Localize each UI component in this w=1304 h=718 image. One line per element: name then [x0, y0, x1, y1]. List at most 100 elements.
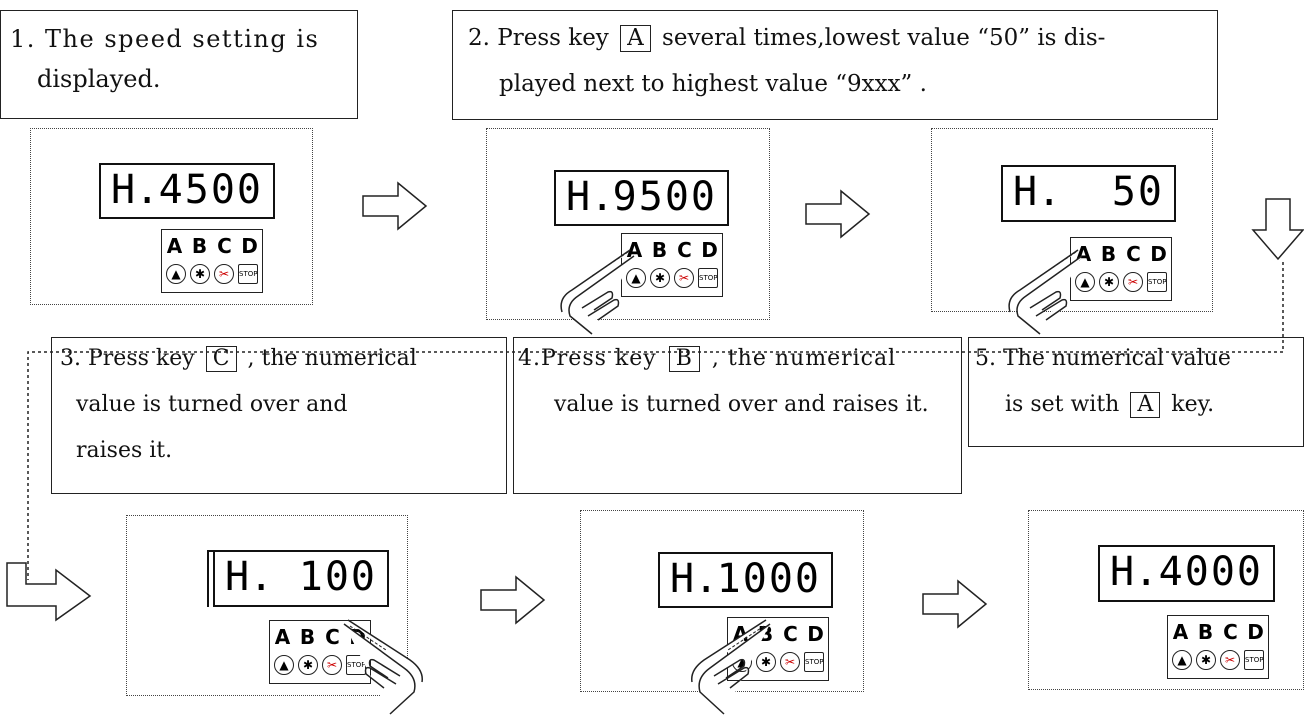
step-5-callout: 5. The numerical value is set with A key… — [968, 337, 1304, 447]
key-c[interactable]: C — [1126, 242, 1141, 266]
key-d[interactable]: D — [1247, 620, 1264, 644]
key-b[interactable]: B — [651, 238, 668, 262]
step-4-text-pre: 4.Press key — [518, 346, 657, 371]
step-4-text-post: , the numerical — [711, 346, 897, 371]
keypad-6: A B C D ▲ ✱ ✂ STOP — [1167, 615, 1269, 679]
fan-icon: ✱ — [1196, 650, 1216, 670]
stop-icon: STOP — [1147, 272, 1167, 292]
key-a[interactable]: A — [626, 238, 643, 262]
fan-icon: ✱ — [190, 264, 210, 284]
keypad-1: A B C D ▲ ✱ ✂ STOP — [161, 229, 263, 293]
flow-arrow-down-icon — [1251, 198, 1304, 261]
flow-arrow-right-icon — [480, 575, 546, 625]
key-a[interactable]: A — [274, 625, 291, 649]
step-3-callout: 3. Press key C , the numerical value is … — [51, 337, 507, 494]
keypad-5: A B C D ▲ ✱ ✂ STOP — [727, 617, 829, 681]
pointing-hand-icon — [560, 249, 635, 335]
step-1-line2: displayed. — [37, 65, 161, 93]
fan-icon: ✱ — [298, 655, 318, 675]
key-c[interactable]: C — [783, 622, 798, 646]
step-5-text-post: key. — [1171, 392, 1215, 417]
step-3-text-pre: 3. Press key — [60, 346, 195, 371]
lcd-display-6: H. 4000 — [1098, 545, 1275, 602]
panel-2: H. 9500 A B C D ▲ ✱ ✂ STOP — [486, 128, 770, 320]
key-a-label: A — [620, 25, 651, 53]
step-1-line1: 1. The speed setting is — [10, 25, 320, 53]
key-d[interactable]: D — [1150, 242, 1167, 266]
trim-icon: ✂ — [322, 655, 342, 675]
lcd-display-1: H. 4500 — [99, 163, 275, 219]
flow-arrow-right-icon — [362, 181, 428, 231]
step-2-text-pre: 2. Press key — [468, 25, 609, 51]
pointing-hand-icon — [1008, 249, 1083, 335]
step-2-callout: 2. Press key A several times,lowest valu… — [452, 10, 1218, 120]
panel-6: H. 4000 A B C D ▲ ✱ ✂ STOP — [1028, 510, 1304, 690]
fan-icon: ✱ — [756, 652, 776, 672]
step-5-line2: is set with A key. — [1005, 392, 1215, 419]
flow-arrow-right-icon — [805, 189, 871, 239]
step-4-line1: 4.Press key B , the numerical — [518, 346, 897, 373]
lcd-prefix: H. — [1013, 169, 1062, 215]
lcd-prefix: H. — [225, 554, 274, 600]
step-3-text-post: , the numerical — [247, 346, 417, 371]
lcd-value: 50 — [1111, 169, 1164, 215]
fan-icon: ✱ — [1099, 272, 1119, 292]
flow-arrow-right-icon — [922, 579, 988, 629]
step-2-line2: played next to highest value “9xxx” . — [499, 71, 927, 97]
lcd-prefix: H. — [111, 167, 160, 213]
lcd-value: 4500 — [158, 167, 263, 213]
presser-foot-icon: ▲ — [626, 268, 646, 288]
trim-icon: ✂ — [1123, 272, 1143, 292]
lcd-display-4: H. 100 — [213, 550, 389, 607]
lcd-display-2: H. 9500 — [554, 170, 729, 226]
stop-icon: STOP — [804, 652, 824, 672]
stop-icon: STOP — [238, 264, 258, 284]
lcd-value: 4000 — [1158, 549, 1263, 595]
trim-icon: ✂ — [1220, 650, 1240, 670]
key-c[interactable]: C — [677, 238, 692, 262]
key-b[interactable]: B — [299, 625, 316, 649]
keypad-2: A B C D ▲ ✱ ✂ STOP — [621, 233, 723, 297]
pointing-hand-icon — [343, 619, 423, 715]
presser-foot-icon: ▲ — [1075, 272, 1095, 292]
trim-icon: ✂ — [780, 652, 800, 672]
step-3-line3: raises it. — [76, 438, 173, 463]
lcd-prefix: H. — [670, 556, 719, 602]
key-c[interactable]: C — [217, 234, 232, 258]
step-5-line1: 5. The numerical value — [975, 346, 1231, 371]
key-b[interactable]: B — [191, 234, 208, 258]
stop-icon: STOP — [1244, 650, 1264, 670]
flow-corner-arrow-icon — [6, 562, 92, 622]
key-d[interactable]: D — [701, 238, 718, 262]
panel-3: H. 50 A B C D ▲ ✱ ✂ STOP — [931, 128, 1213, 312]
lcd-value: 9500 — [612, 174, 717, 220]
step-4-line2: value is turned over and raises it. — [554, 392, 929, 417]
lcd-display-3: H. 50 — [1001, 165, 1176, 222]
step-5-text-pre: is set with — [1005, 392, 1120, 417]
key-d[interactable]: D — [241, 234, 258, 258]
key-a[interactable]: A — [166, 234, 183, 258]
stop-icon: STOP — [698, 268, 718, 288]
step-3-line2: value is turned over and — [76, 392, 348, 417]
key-c[interactable]: C — [325, 625, 340, 649]
lcd-value: 1000 — [716, 556, 821, 602]
key-a[interactable]: A — [1172, 620, 1189, 644]
step-3-line1: 3. Press key C , the numerical — [60, 346, 417, 373]
step-4-callout: 4.Press key B , the numerical value is t… — [513, 337, 962, 494]
step-1-callout: 1. The speed setting is displayed. — [0, 10, 358, 119]
lcd-prefix: H. — [566, 174, 615, 220]
key-a-label-2: A — [1130, 392, 1161, 419]
step-2-text-post: several times,lowest value “50” is dis- — [662, 25, 1106, 51]
key-d[interactable]: D — [807, 622, 824, 646]
key-c[interactable]: C — [1223, 620, 1238, 644]
keypad-3: A B C D ▲ ✱ ✂ STOP — [1070, 237, 1172, 301]
trim-icon: ✂ — [214, 264, 234, 284]
lcd-display-5: H. 1000 — [658, 552, 833, 608]
key-b[interactable]: B — [1197, 620, 1214, 644]
lcd-prefix: H. — [1110, 549, 1159, 595]
trim-icon: ✂ — [674, 268, 694, 288]
presser-foot-icon: ▲ — [1172, 650, 1192, 670]
panel-1: H. 4500 A B C D ▲ ✱ ✂ STOP — [30, 128, 313, 305]
key-b[interactable]: B — [1100, 242, 1117, 266]
